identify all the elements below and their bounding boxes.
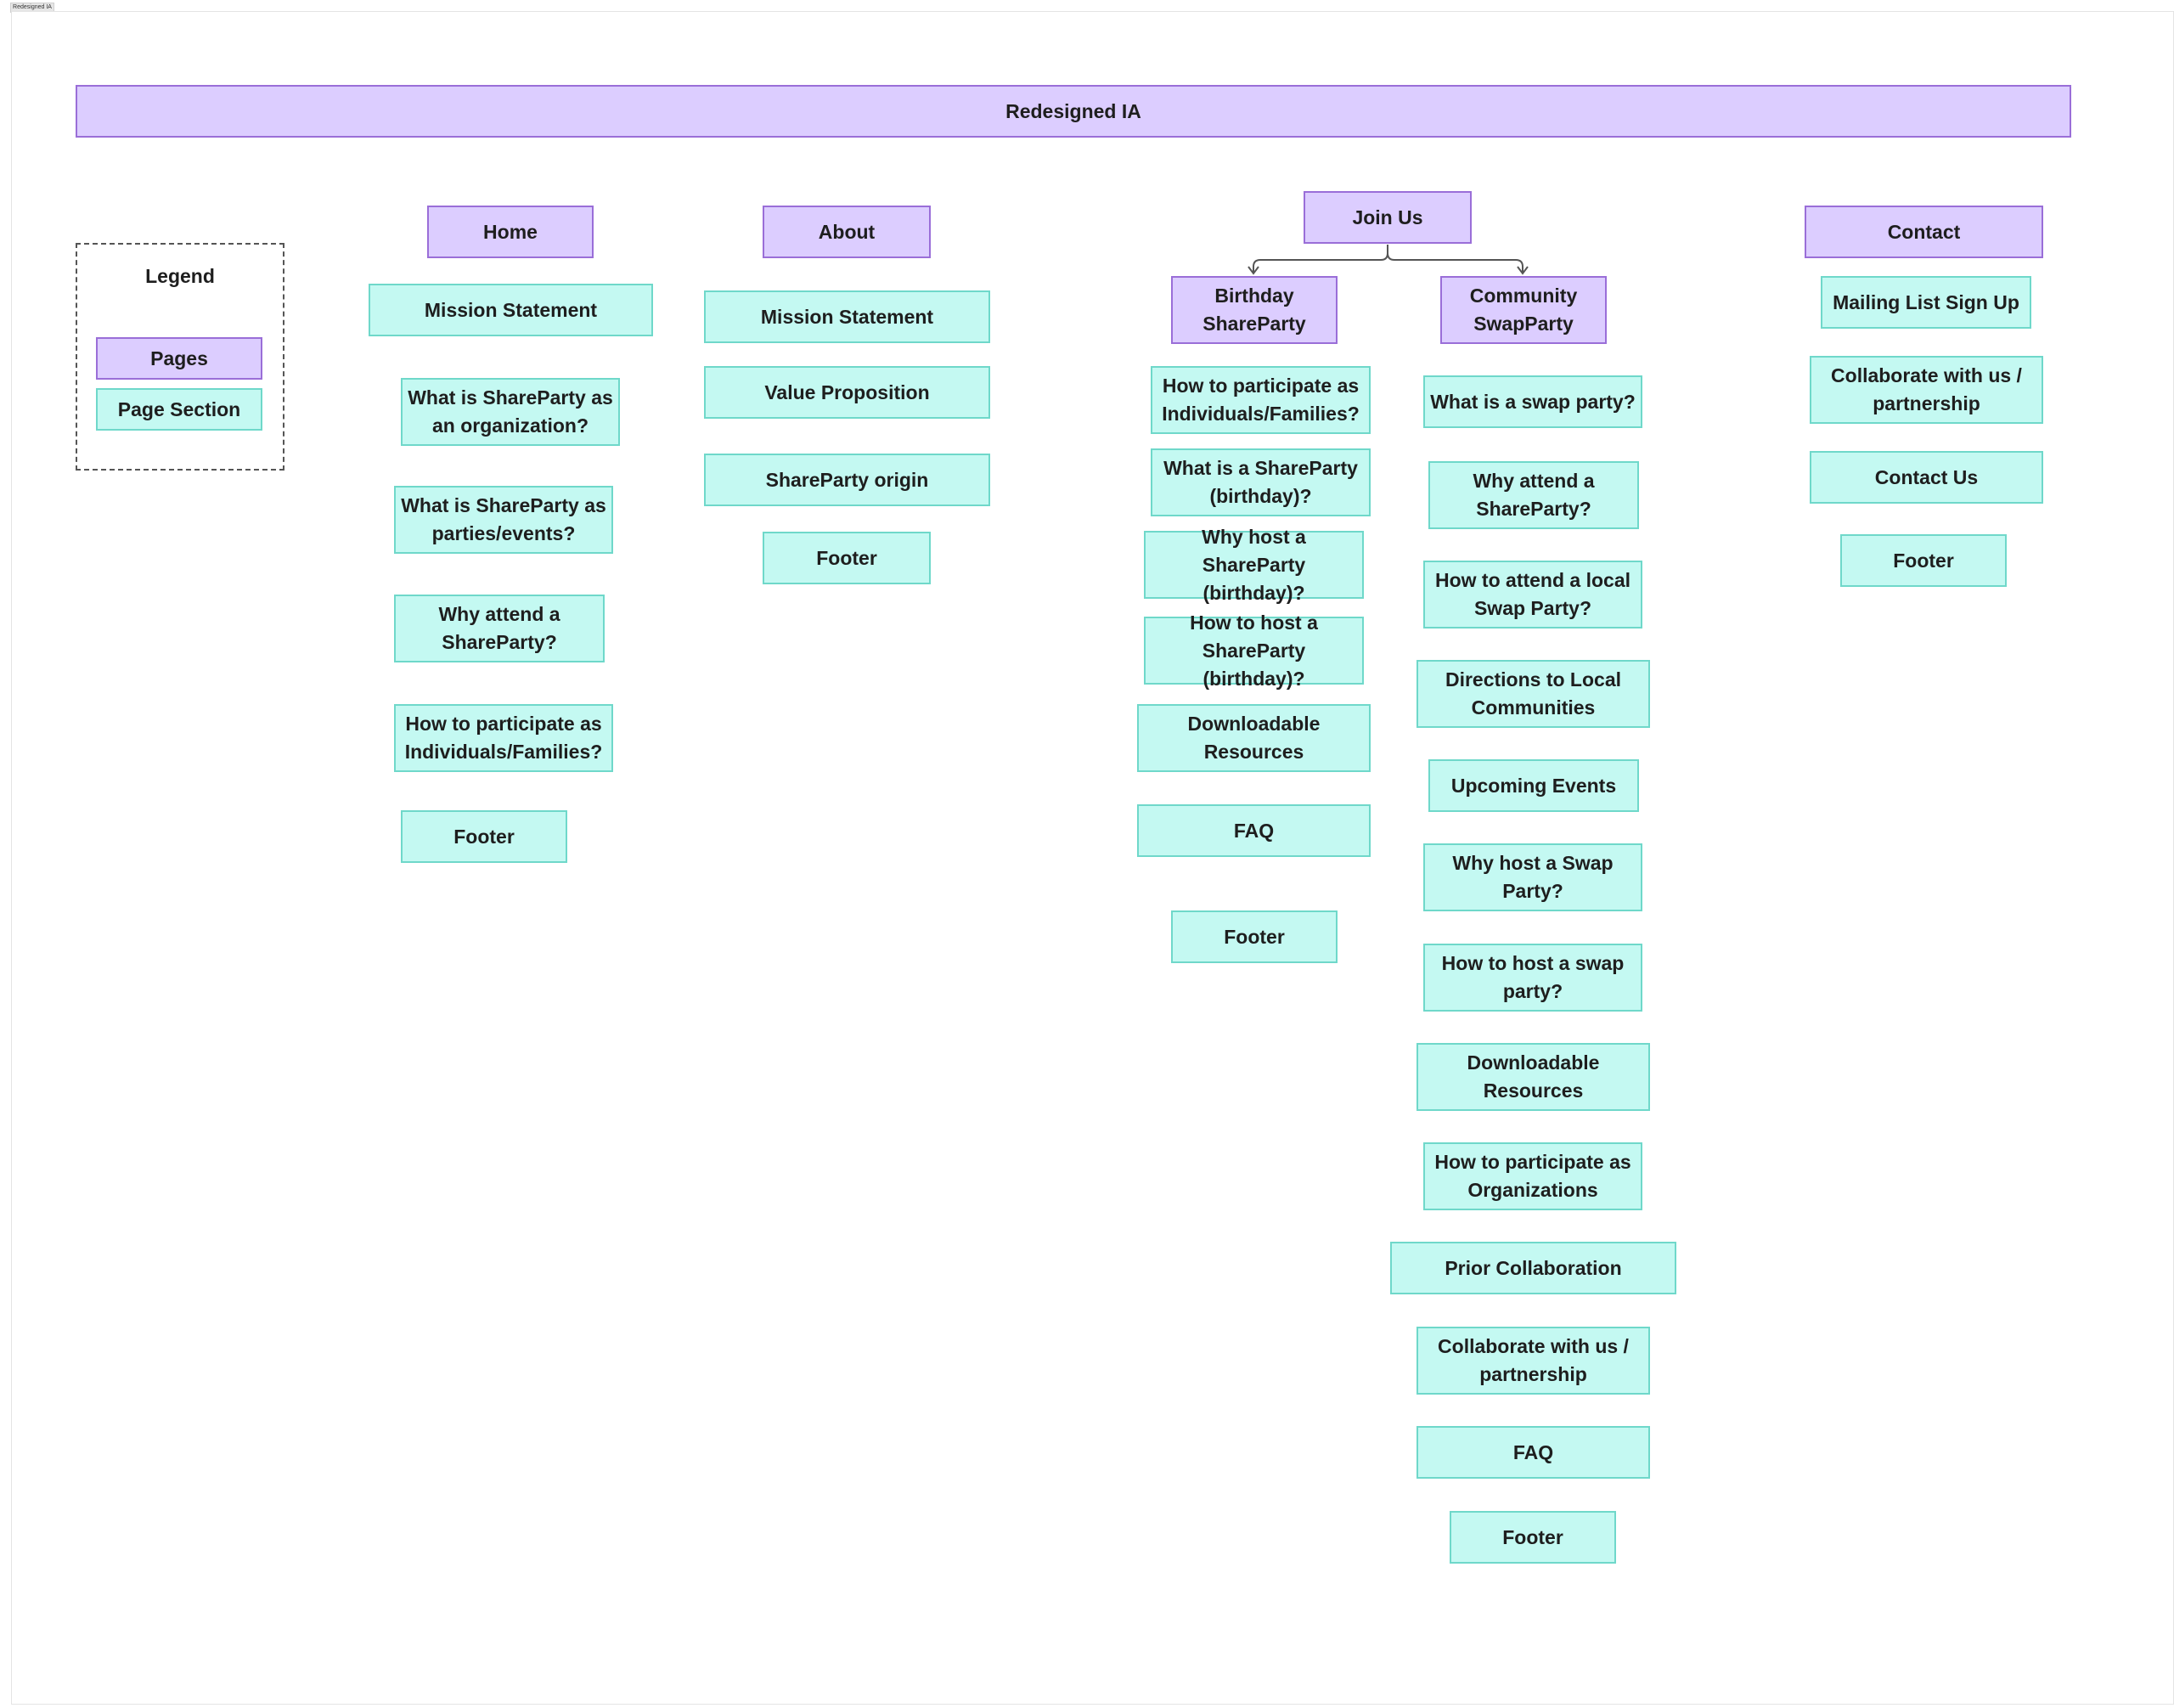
page-about: About bbox=[763, 206, 931, 258]
swap-section-2: Why attend a ShareParty? bbox=[1428, 461, 1639, 529]
home-section-6: Footer bbox=[401, 810, 567, 863]
swap-section-1: What is a swap party? bbox=[1423, 375, 1642, 428]
swap-section-6: Why host a Swap Party? bbox=[1423, 843, 1642, 911]
home-section-5: How to participate as Individuals/Famili… bbox=[394, 704, 613, 772]
contact-section-1: Mailing List Sign Up bbox=[1821, 276, 2031, 329]
home-section-1: Mission Statement bbox=[369, 284, 653, 336]
connector-join-to-swap bbox=[1387, 252, 1523, 273]
legend-title: Legend bbox=[145, 265, 215, 287]
contact-section-3: Contact Us bbox=[1810, 451, 2043, 504]
contact-section-4: Footer bbox=[1840, 534, 2007, 587]
legend-box bbox=[76, 243, 284, 471]
about-section-4: Footer bbox=[763, 532, 931, 584]
connector-join-to-birthday bbox=[1253, 245, 1388, 273]
page-birthday-shareparty: Birthday ShareParty bbox=[1171, 276, 1338, 344]
home-section-3: What is ShareParty as parties/events? bbox=[394, 486, 613, 554]
swap-section-9: How to participate as Organizations bbox=[1423, 1142, 1642, 1210]
swap-section-5: Upcoming Events bbox=[1428, 759, 1639, 812]
home-section-2: What is ShareParty as an organization? bbox=[401, 378, 620, 446]
birthday-section-1: How to participate as Individuals/Famili… bbox=[1151, 366, 1371, 434]
home-section-4: Why attend a ShareParty? bbox=[394, 595, 605, 662]
about-section-2: Value Proposition bbox=[704, 366, 990, 419]
birthday-section-2: What is a ShareParty (birthday)? bbox=[1151, 448, 1371, 516]
swap-section-12: FAQ bbox=[1416, 1426, 1650, 1479]
about-section-3: ShareParty origin bbox=[704, 454, 990, 506]
page-home: Home bbox=[427, 206, 594, 258]
swap-section-10: Prior Collaboration bbox=[1390, 1242, 1676, 1294]
birthday-section-4: How to host a ShareParty (birthday)? bbox=[1144, 612, 1364, 690]
birthday-section-3: Why host a ShareParty (birthday)? bbox=[1144, 526, 1364, 604]
contact-section-2: Collaborate with us / partnership bbox=[1810, 356, 2043, 424]
page-contact: Contact bbox=[1805, 206, 2043, 258]
arrowhead-swap bbox=[1517, 266, 1529, 275]
swap-section-11: Collaborate with us / partnership bbox=[1416, 1327, 1650, 1395]
page-join-us: Join Us bbox=[1304, 191, 1472, 244]
birthday-section-6: FAQ bbox=[1137, 804, 1371, 857]
swap-section-13: Footer bbox=[1450, 1511, 1616, 1564]
page-community-swapparty: Community SwapParty bbox=[1440, 276, 1607, 344]
about-section-1: Mission Statement bbox=[704, 290, 990, 343]
swap-section-8: Downloadable Resources bbox=[1416, 1043, 1650, 1111]
legend-pages-swatch: Pages bbox=[96, 337, 262, 380]
arrowhead-birthday bbox=[1248, 266, 1259, 275]
swap-section-3: How to attend a local Swap Party? bbox=[1423, 561, 1642, 629]
birthday-section-7: Footer bbox=[1171, 910, 1338, 963]
title-banner: Redesigned IA bbox=[76, 85, 2071, 138]
swap-section-7: How to host a swap party? bbox=[1423, 944, 1642, 1012]
swap-section-4: Directions to Local Communities bbox=[1416, 660, 1650, 728]
birthday-section-5: Downloadable Resources bbox=[1137, 704, 1371, 772]
legend-section-swatch: Page Section bbox=[96, 388, 262, 431]
